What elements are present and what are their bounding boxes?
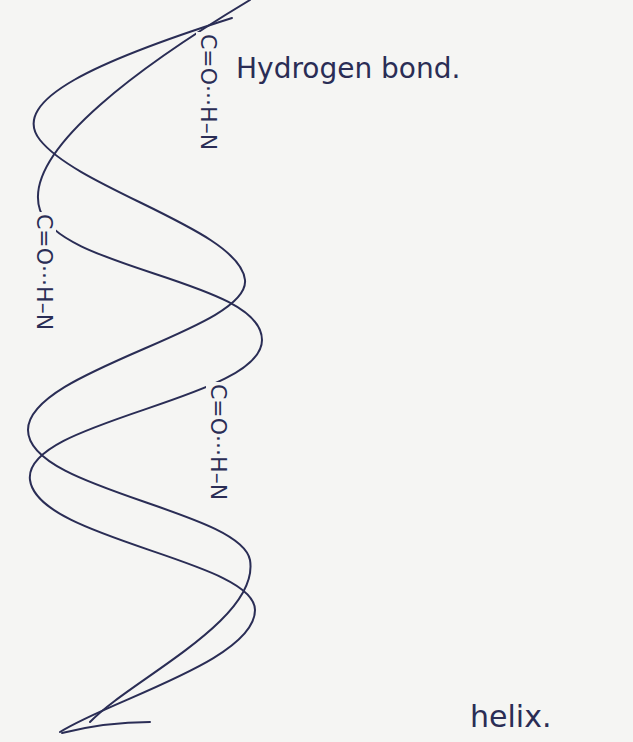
helix-strand xyxy=(28,18,251,722)
caption-text: helix. xyxy=(470,700,551,733)
bond-formula: C=O···H–N xyxy=(32,212,56,332)
bond-label: Hydrogen bond. xyxy=(236,54,460,85)
helix-strand xyxy=(30,0,262,732)
bond-formula: C=O···H–N xyxy=(196,32,220,152)
bond-formula: C=O···H–N xyxy=(206,382,230,502)
pen-stroke xyxy=(62,722,150,733)
